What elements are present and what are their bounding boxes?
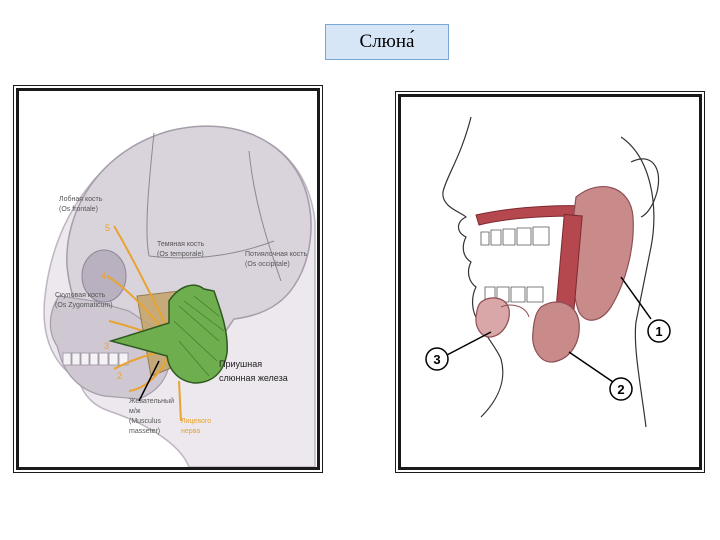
label-temporal-latin: (Os temporale) xyxy=(157,251,204,258)
nerve-number-3: 3 xyxy=(104,341,109,351)
label-temporal: Темяная кость xyxy=(157,241,205,248)
salivary-glands-panel: 1 2 3 xyxy=(395,91,705,473)
nerve-number-5: 5 xyxy=(105,223,110,233)
nerve-number-4: 4 xyxy=(101,271,106,281)
label-masseter-3: (Musculus xyxy=(129,418,161,425)
parotid-gland-1 xyxy=(571,186,634,321)
label-parotid-2: слюнная железа xyxy=(219,373,288,383)
label-parotid-1: Приушная xyxy=(219,359,262,369)
label-masseter-1: Жевательный xyxy=(129,397,174,405)
callout-circle-1 xyxy=(647,319,671,343)
label-masseter-4: masseter) xyxy=(129,428,160,435)
teeth xyxy=(62,352,129,366)
label-masseter-2: м/ж xyxy=(129,408,141,415)
label-occipital: Потиялочная кость xyxy=(245,251,307,258)
callout-circle-3 xyxy=(425,347,449,371)
skull-illustration: Лобная кость (Os frontale) Темяная кость… xyxy=(43,125,316,467)
callout-2-text: 2 xyxy=(617,382,624,397)
parotid-gland xyxy=(108,284,228,384)
callout-circle-2 xyxy=(609,377,633,401)
nerve-number-2: 2 xyxy=(117,371,122,381)
label-frontal-latin: (Os frontale) xyxy=(59,206,98,213)
label-zygomatic-latin: (Os Zygomaticum) xyxy=(55,302,113,309)
face-profile xyxy=(442,116,504,418)
back-profile xyxy=(620,136,655,428)
label-frontal: Лобная кость xyxy=(59,195,103,203)
label-facial-nerve-1: Лицевого xyxy=(181,418,211,425)
submandibular-gland-2 xyxy=(532,301,580,363)
slide-title: Слюна́ xyxy=(325,24,449,60)
sublingual-gland-3 xyxy=(475,297,510,338)
label-occipital-latin: (Os occipitale) xyxy=(245,261,290,268)
salivary-glands-illustration: 1 2 3 xyxy=(425,116,671,428)
label-zygomatic: Скуловая кость xyxy=(55,292,106,299)
callout-1-text: 1 xyxy=(655,324,662,339)
callout-3-text: 3 xyxy=(433,352,440,367)
orbit xyxy=(81,249,127,303)
label-facial-nerve-2: нерва xyxy=(181,428,200,435)
skull-illustration-panel: Лобная кость (Os frontale) Темяная кость… xyxy=(13,85,323,473)
